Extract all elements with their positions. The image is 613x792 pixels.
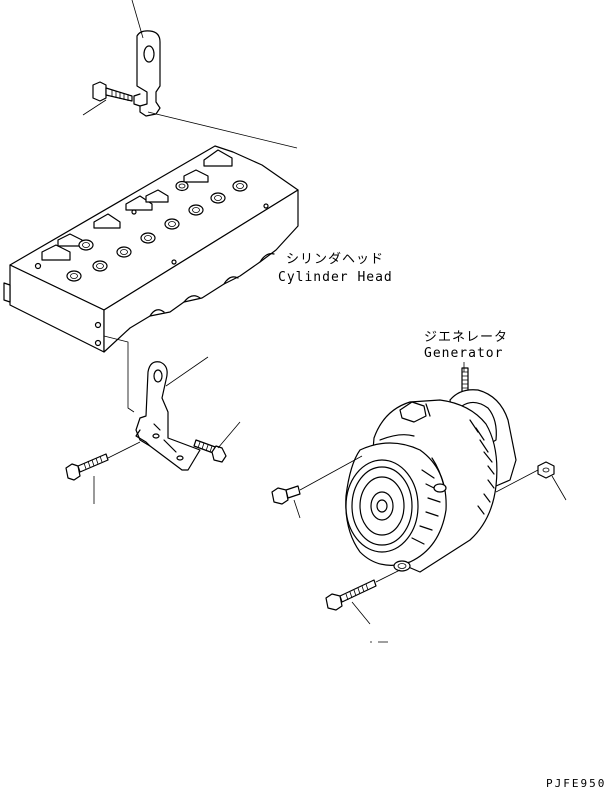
leader-line-nut [551,475,567,501]
leader-line-upper-bracket [131,0,144,39]
cylinder-head [3,145,299,353]
lower-left-bolt [65,441,141,481]
cylinder-head-label-jp: シリンダヘッド [286,252,385,267]
lower-right-bolt [193,439,227,463]
leader-line-lower-right-bolt [217,421,241,449]
cylinder-head-label-en: Cylinder Head [278,270,393,285]
lower-bracket [103,335,201,471]
generator-label-en: Generator [424,346,504,361]
generator-label-jp: ジエネレータ [424,330,509,345]
generator-nut [495,461,555,493]
cylinder-head-bolt-holes [34,180,269,347]
leader-line-generator-lower-bolt [351,601,371,625]
drawing-code: PJFE950 [546,777,607,790]
leader-line-generator-upper-bolt [293,499,301,519]
upper-bolt [92,81,133,102]
cylinder-head-bosses [41,149,233,261]
generator-upper-bolt [271,455,363,505]
leader-line-lower-bracket [165,356,209,387]
upper-lifting-bracket [133,30,298,149]
generator [345,367,517,573]
generator-lower-bolt [325,569,401,611]
leader-line-upper-bolt [82,99,107,116]
